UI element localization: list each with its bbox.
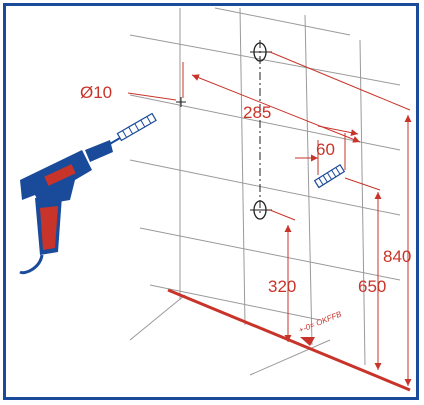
drill-hole-icon <box>250 200 272 220</box>
plug-length-label: 60 <box>316 140 335 159</box>
wall-grid <box>129 7 401 376</box>
floor-reference-label: +-0= OKFFB <box>297 309 343 335</box>
dimension-lines <box>127 51 412 386</box>
hole-spacing-label: 285 <box>243 103 271 122</box>
total-height-label: 840 <box>383 247 411 266</box>
drill-target-icon <box>176 97 186 107</box>
diagram-frame <box>3 3 419 400</box>
drill-icon <box>19 137 121 275</box>
wall-plug-icon <box>116 112 157 142</box>
screw-icon <box>313 163 346 189</box>
upper-hole-height-label: 650 <box>358 277 386 296</box>
drill-hole-icon <box>250 42 272 62</box>
drill-diameter-label: Ø10 <box>80 83 112 102</box>
floor-marker-icon <box>300 337 315 346</box>
floor-line <box>167 288 411 392</box>
lower-hole-height-label: 320 <box>268 277 296 296</box>
